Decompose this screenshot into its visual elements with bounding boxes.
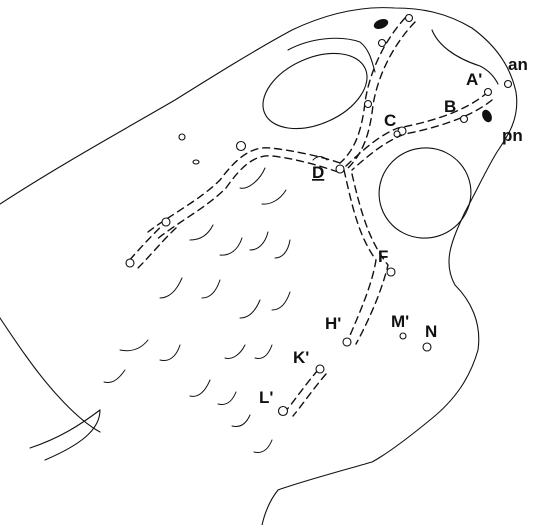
- scale-mark: [240, 300, 260, 318]
- pore-N: [423, 343, 431, 351]
- right-eye: [367, 136, 482, 250]
- pore: [406, 15, 413, 22]
- pore-B: [461, 116, 468, 123]
- pore-K: [316, 365, 324, 373]
- label-B: B: [444, 97, 456, 116]
- pore: [179, 134, 185, 140]
- jaw-line: [26, 356, 100, 432]
- scale-mark: [275, 240, 290, 258]
- sensory-canals: [128, 18, 492, 416]
- scale-mark: [202, 280, 220, 298]
- pore-L: [279, 407, 288, 416]
- scale-mark: [262, 190, 286, 204]
- label-A: A': [466, 70, 482, 89]
- label-F: F: [378, 247, 388, 266]
- pore: [379, 40, 386, 47]
- left-eye: [251, 38, 378, 143]
- snout-fold: [432, 30, 498, 84]
- label-M: M': [391, 312, 409, 331]
- throat-contour: [0, 318, 26, 356]
- scale-marks: [104, 168, 290, 453]
- pore: [126, 259, 134, 267]
- label-D-overmark: [313, 157, 327, 161]
- scale-mark: [220, 238, 242, 255]
- pore: [394, 131, 400, 137]
- scale-mark: [225, 345, 245, 358]
- head-outline: [0, 8, 517, 525]
- canal-pores: [126, 15, 512, 416]
- anterior-nostril: [373, 18, 389, 30]
- pore-D: [336, 165, 344, 173]
- pore: [365, 101, 372, 108]
- pore-H: [343, 338, 351, 346]
- upper-head-contour: [0, 8, 517, 212]
- label-N: N: [425, 322, 437, 341]
- pore-A: [485, 89, 492, 96]
- post-branch-canal-b: [138, 228, 176, 268]
- label-C: C: [384, 111, 396, 130]
- brow-contour: [288, 38, 375, 72]
- label-H: H': [325, 314, 341, 333]
- posterior-nostril: [481, 109, 493, 123]
- scale-mark: [190, 225, 213, 240]
- supratemporal-canal-a: [148, 148, 340, 232]
- anterior-naris-pore: [505, 81, 512, 88]
- scale-mark: [232, 415, 250, 427]
- scale-mark: [218, 392, 236, 405]
- pore-M: [400, 333, 406, 339]
- label-pn: pn: [502, 126, 523, 145]
- labels: an pn A' B C D F H' M' N K' L': [259, 55, 528, 407]
- lower-head-contour: [262, 212, 479, 525]
- pore-F: [387, 268, 395, 276]
- scale-mark: [190, 380, 210, 396]
- label-K: K': [293, 348, 309, 367]
- label-D: D: [312, 163, 324, 182]
- scale-mark: [160, 278, 182, 298]
- post-branch-canal-a: [128, 220, 168, 262]
- gill-slit: [30, 410, 100, 460]
- scale-mark: [240, 168, 265, 188]
- scale-mark: [104, 370, 125, 383]
- scale-mark: [272, 292, 290, 310]
- scale-mark: [255, 345, 272, 358]
- scale-mark: [160, 345, 180, 360]
- label-an: an: [508, 55, 528, 74]
- scale-mark: [120, 340, 148, 351]
- eyes: [251, 38, 482, 250]
- scale-mark: [250, 232, 268, 250]
- pore: [162, 218, 170, 226]
- pore: [193, 160, 199, 164]
- label-L: L': [259, 388, 273, 407]
- scale-mark: [254, 440, 272, 453]
- supratemporal-canal-b: [156, 156, 338, 240]
- pore: [237, 142, 246, 151]
